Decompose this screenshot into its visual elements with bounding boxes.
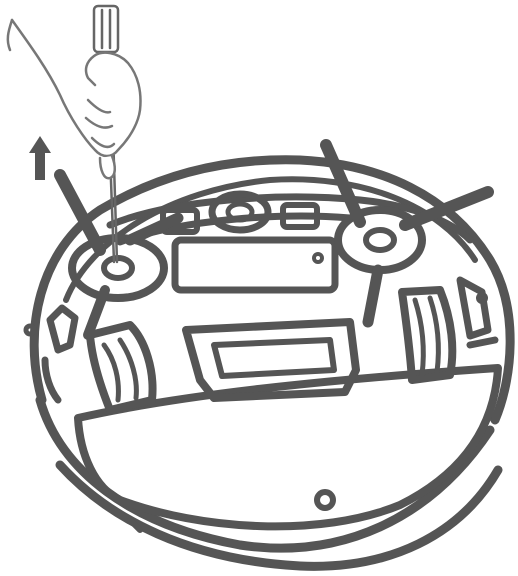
screwdriver-handle [94, 6, 118, 52]
side-brush-right-bristle-3 [368, 270, 378, 322]
hand-outline [12, 20, 141, 156]
side-brush-right-hub-inner [366, 230, 394, 250]
right-wheel-outer [402, 290, 452, 380]
brush-housing-inner [214, 340, 334, 376]
left-edge-rib [45, 360, 58, 400]
top-module-screw [314, 254, 322, 262]
left-drive-wheel [90, 325, 153, 410]
left-wheel-outer [90, 325, 153, 410]
top-wheel [228, 204, 252, 220]
hand-wrist [8, 20, 12, 50]
top-module-box [175, 240, 335, 290]
right-wheel-tread-2 [430, 298, 438, 372]
up-arrow-icon [29, 136, 51, 180]
right-edge-bracket [460, 280, 488, 336]
left-edge-knob [26, 326, 34, 334]
right-drive-wheel [402, 290, 452, 380]
left-edge-bracket [50, 308, 75, 350]
hand-thumb [100, 156, 115, 178]
right-edge-rib [470, 340, 495, 345]
right-wheel-tread [415, 300, 423, 375]
right-edge-details [460, 280, 495, 345]
screw-icon [317, 492, 333, 508]
cover-screw [317, 492, 333, 508]
hand-icon [8, 20, 141, 178]
left-wheel-tread-2 [120, 340, 136, 398]
